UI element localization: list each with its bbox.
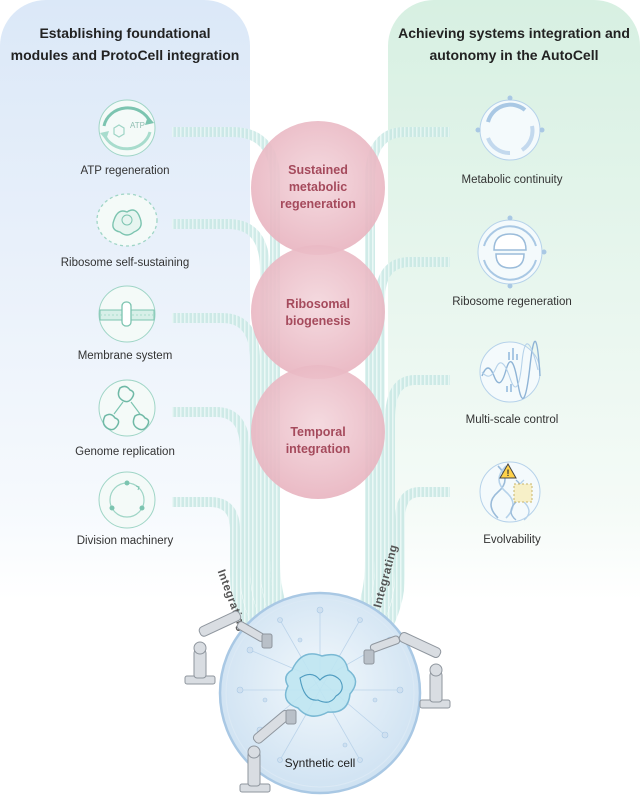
module-label-metabolic: Metabolic continuity <box>461 174 563 186</box>
stage-label-temporal: Temporal integration <box>285 425 351 456</box>
module-label-division: Division machinery <box>76 535 174 547</box>
atp-cycle-icon: ATP <box>98 99 156 157</box>
module-label-multiscale: Multi-scale control <box>465 414 559 426</box>
right-title-line2: autonomy in the AutoCell <box>429 47 599 63</box>
module-label-membrane: Membrane system <box>77 350 173 362</box>
stage-label-ribosomal: Ribosomal biogenesis <box>285 297 351 328</box>
genome-icon <box>98 379 156 437</box>
left-panel-title: Establishing foundational modules and Pr… <box>0 22 250 66</box>
synthetic-cell-label: Synthetic cell <box>284 756 356 770</box>
left-title-line1: Establishing foundational <box>39 25 211 41</box>
stage-circle-temporal <box>251 365 385 499</box>
module-label-ribosome-regeneration: Ribosome regeneration <box>452 296 572 308</box>
stage-label-metabolic: Sustained metabolic regeneration <box>280 163 356 211</box>
svg-text:ATP: ATP <box>130 121 145 130</box>
left-title-line2: modules and ProtoCell integration <box>10 47 240 63</box>
module-label-ribosome: Ribosome self-sustaining <box>60 257 190 269</box>
right-panel-title: Achieving systems integration and autono… <box>388 22 640 66</box>
robotic-arm-icon <box>184 610 273 685</box>
membrane-icon <box>98 285 156 343</box>
module-label-evolvability: Evolvability <box>483 534 541 546</box>
division-icon <box>98 471 156 529</box>
svg-text:!: ! <box>507 468 510 478</box>
ribosome-icon <box>96 193 158 247</box>
module-label-atp: ATP regeneration <box>80 165 170 177</box>
right-title-line1: Achieving systems integration and <box>398 25 630 41</box>
dna-warning-icon: ! <box>479 461 541 523</box>
ribosome-regeneration-icon <box>477 215 547 289</box>
stage-circle-ribosomal <box>251 245 385 379</box>
waveform-icon <box>479 340 541 403</box>
stage-circle-metabolic <box>251 121 385 255</box>
metabolic-cycle-icon <box>475 95 545 161</box>
module-label-genome: Genome replication <box>75 446 175 458</box>
